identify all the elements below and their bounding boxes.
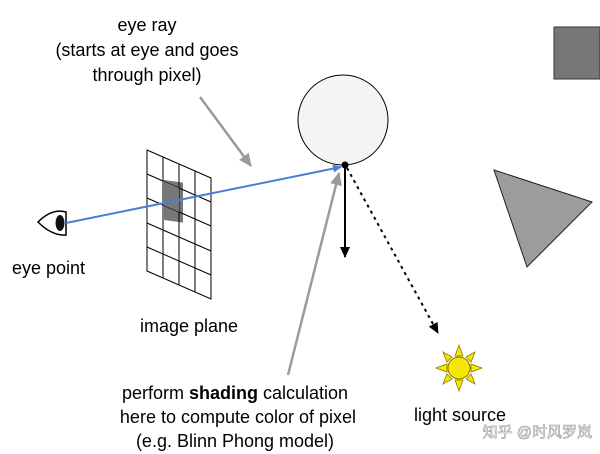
triangle (493, 169, 593, 268)
eye-ray (65, 164, 342, 224)
shading-label-bold: shading (189, 383, 258, 403)
light-source-label: light source (414, 405, 506, 425)
eye-icon (36, 210, 67, 236)
watermark: 知乎 @时风罗岚 (483, 424, 592, 441)
highlighted-pixel-fill (163, 181, 179, 212)
intersection-point (341, 161, 349, 169)
image-plane-grid (146, 149, 212, 300)
shading-label-post: calculation (258, 383, 348, 403)
eye-ray-pointer-arrow (198, 96, 253, 167)
shading-label-pre: perform (122, 383, 189, 403)
shading-label-line2: here to compute color of pixel (120, 407, 356, 427)
image-plane-label: image plane (140, 316, 238, 336)
shading-label-line3: (e.g. Blinn Phong model) (136, 431, 334, 451)
square (553, 26, 600, 80)
shadow-ray (346, 167, 439, 334)
eye-point-label: eye point (12, 258, 85, 278)
sun-icon (434, 343, 484, 393)
sphere (297, 74, 389, 166)
eye-ray-label-line2: (starts at eye and goes (55, 40, 238, 60)
shading-label-line1: perform shading calculation (122, 383, 348, 403)
eye-ray-label-line3: through pixel) (92, 65, 201, 85)
eye-ray-label-line1: eye ray (117, 15, 176, 35)
shading-pointer-arrow (286, 172, 342, 376)
